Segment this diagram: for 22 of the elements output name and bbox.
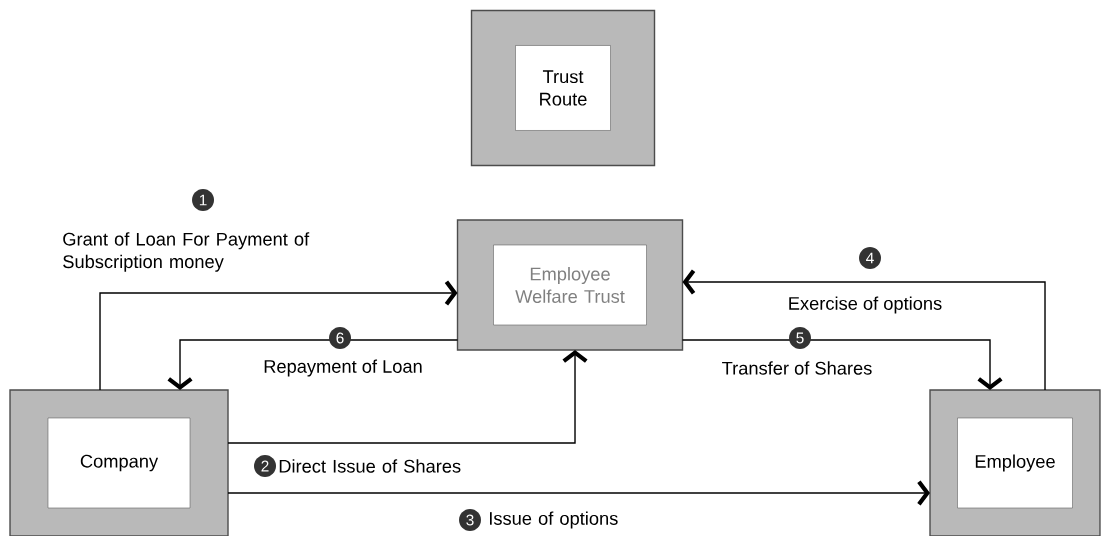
- box: Company: [9, 389, 229, 536]
- box: Employee: [929, 389, 1101, 536]
- arrow: [227, 480, 930, 506]
- edge-label: Grant of Loan For Payment of Subscription money: [63, 232, 310, 272]
- callout-number: 1: [192, 189, 214, 211]
- edge-label: Exercise of options: [789, 296, 942, 314]
- callout-number: 6: [329, 327, 351, 349]
- callout-number: 3: [459, 509, 481, 531]
- box: Trust Route: [470, 9, 656, 167]
- arrow: [681, 339, 1003, 390]
- edge-label: Repayment of Loan: [264, 359, 422, 377]
- arrow: [227, 350, 588, 444]
- edge-label: Transfer of Shares: [722, 361, 872, 375]
- arrow: [682, 269, 1046, 391]
- callout-number: 4: [859, 247, 881, 269]
- edge-label: Issue of options: [490, 511, 618, 529]
- callout-number: 2: [254, 455, 276, 477]
- box: Employee Welfare Trust: [456, 219, 684, 351]
- arrow: [167, 339, 459, 390]
- arrow: [99, 280, 458, 391]
- edge-label: Direct Issue of Shares: [279, 459, 461, 473]
- callout-number: 5: [789, 327, 811, 349]
